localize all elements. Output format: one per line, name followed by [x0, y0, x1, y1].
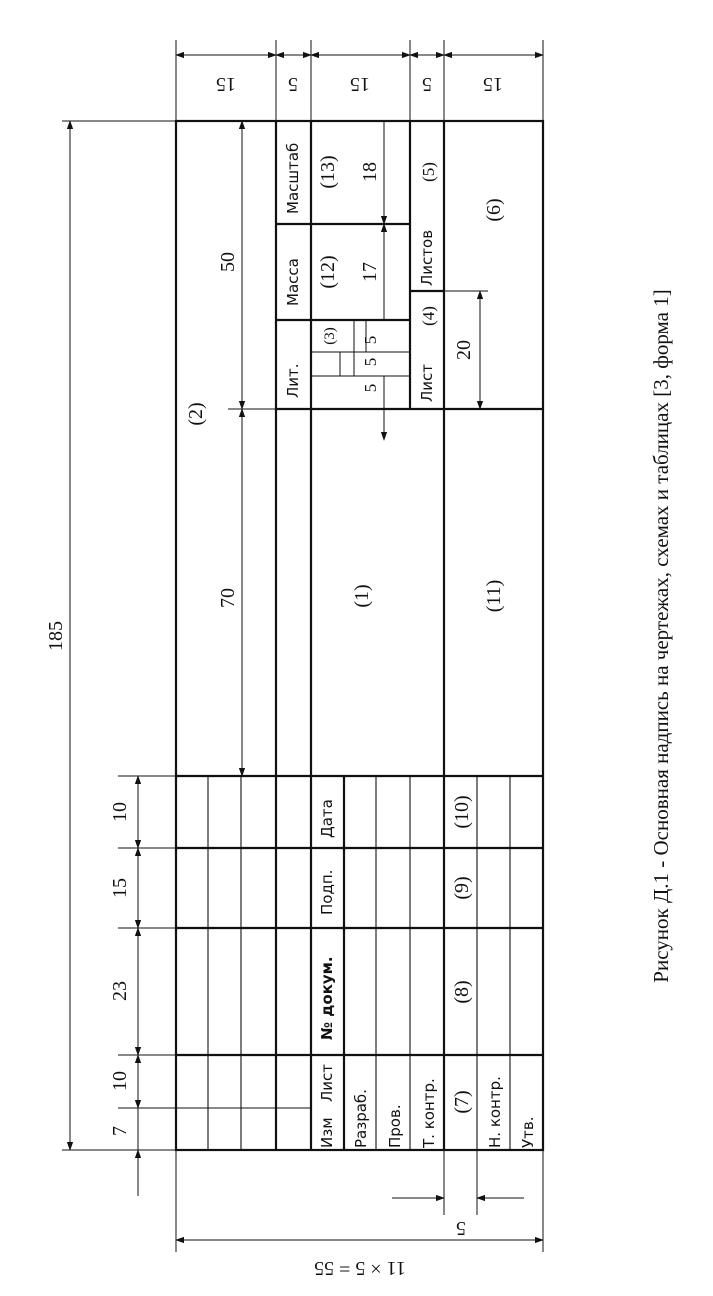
dim-7: 7: [109, 1126, 131, 1136]
field-4: (4): [419, 306, 438, 326]
field-13: (13): [317, 155, 339, 188]
role-utv: Утв.: [519, 1117, 537, 1149]
signature-grid: [176, 121, 543, 1150]
dim-5-bottom: 5: [456, 1217, 466, 1239]
figure-caption: Рисунок Д.1 - Основная надпись на чертеж…: [649, 289, 673, 982]
header-data: Дата: [318, 799, 336, 838]
header-podp: Подп.: [318, 870, 336, 915]
header-izm: Изм: [318, 1117, 336, 1148]
field-numbers: (1) (2) (3) (4) (5) (6) (7) (8) (9) (10)…: [185, 155, 505, 1113]
dim-top-5-1: 5: [288, 73, 298, 95]
dimension-lines: [62, 40, 544, 1252]
dim-185: 185: [45, 621, 67, 651]
header-dokum: № докум.: [318, 956, 336, 1040]
dim-top-15-2: 15: [350, 73, 370, 95]
field-11: (11): [483, 580, 505, 613]
field-2: (2): [185, 402, 207, 425]
header-listov: Листов: [418, 230, 436, 286]
field-5: (5): [419, 162, 438, 182]
dim-70: 70: [217, 588, 239, 608]
field-12: (12): [317, 255, 339, 288]
role-razrab: Разраб.: [352, 1089, 370, 1148]
header-massa: Масса: [284, 258, 302, 306]
header-list: Лист: [318, 1064, 336, 1102]
dim-5-c: 5: [361, 336, 380, 345]
dim-5-a: 5: [361, 384, 380, 393]
dim-15: 15: [109, 878, 131, 898]
dim-10-a: 10: [109, 1071, 131, 1091]
dim-17: 17: [359, 262, 381, 282]
dim-top-15-3: 15: [483, 73, 503, 95]
header-masshtab: Масштаб: [284, 143, 302, 214]
role-labels: Разраб. Пров. Т. контр. Н. контр. Утв.: [352, 1076, 537, 1149]
field-3: (3): [322, 327, 338, 345]
header-lit: Лит.: [284, 363, 302, 398]
upper-block: [276, 121, 543, 411]
field-7: (7): [451, 1090, 473, 1113]
role-tkontr: Т. контр.: [420, 1078, 438, 1149]
field-10: (10): [451, 795, 473, 828]
dim-top-5-2: 5: [422, 73, 432, 95]
header-list2: Лист: [418, 364, 436, 402]
dim-18: 18: [359, 162, 381, 182]
header-labels: Изм Лист № докум. Подп. Дата Лит. Масса …: [284, 143, 436, 1148]
dim-10-b: 10: [109, 802, 131, 822]
dimension-text: 185 7 10 23 15 10 50 70 15 5 15 5 15 18 …: [45, 73, 503, 1279]
dim-20: 20: [453, 340, 475, 360]
dim-23: 23: [109, 981, 131, 1001]
role-nkontr: Н. контр.: [486, 1076, 504, 1148]
dim-top-15-1: 15: [216, 73, 236, 95]
dim-55: 11 × 5 = 55: [314, 1257, 406, 1279]
field-9: (9): [451, 876, 473, 899]
field-1: (1): [351, 584, 373, 607]
frame: [174, 119, 545, 1152]
role-prov: Пров.: [386, 1104, 404, 1148]
dim-50: 50: [217, 252, 239, 272]
dim-5-b: 5: [361, 358, 380, 367]
field-6: (6): [483, 198, 505, 221]
field-8: (8): [451, 980, 473, 1003]
